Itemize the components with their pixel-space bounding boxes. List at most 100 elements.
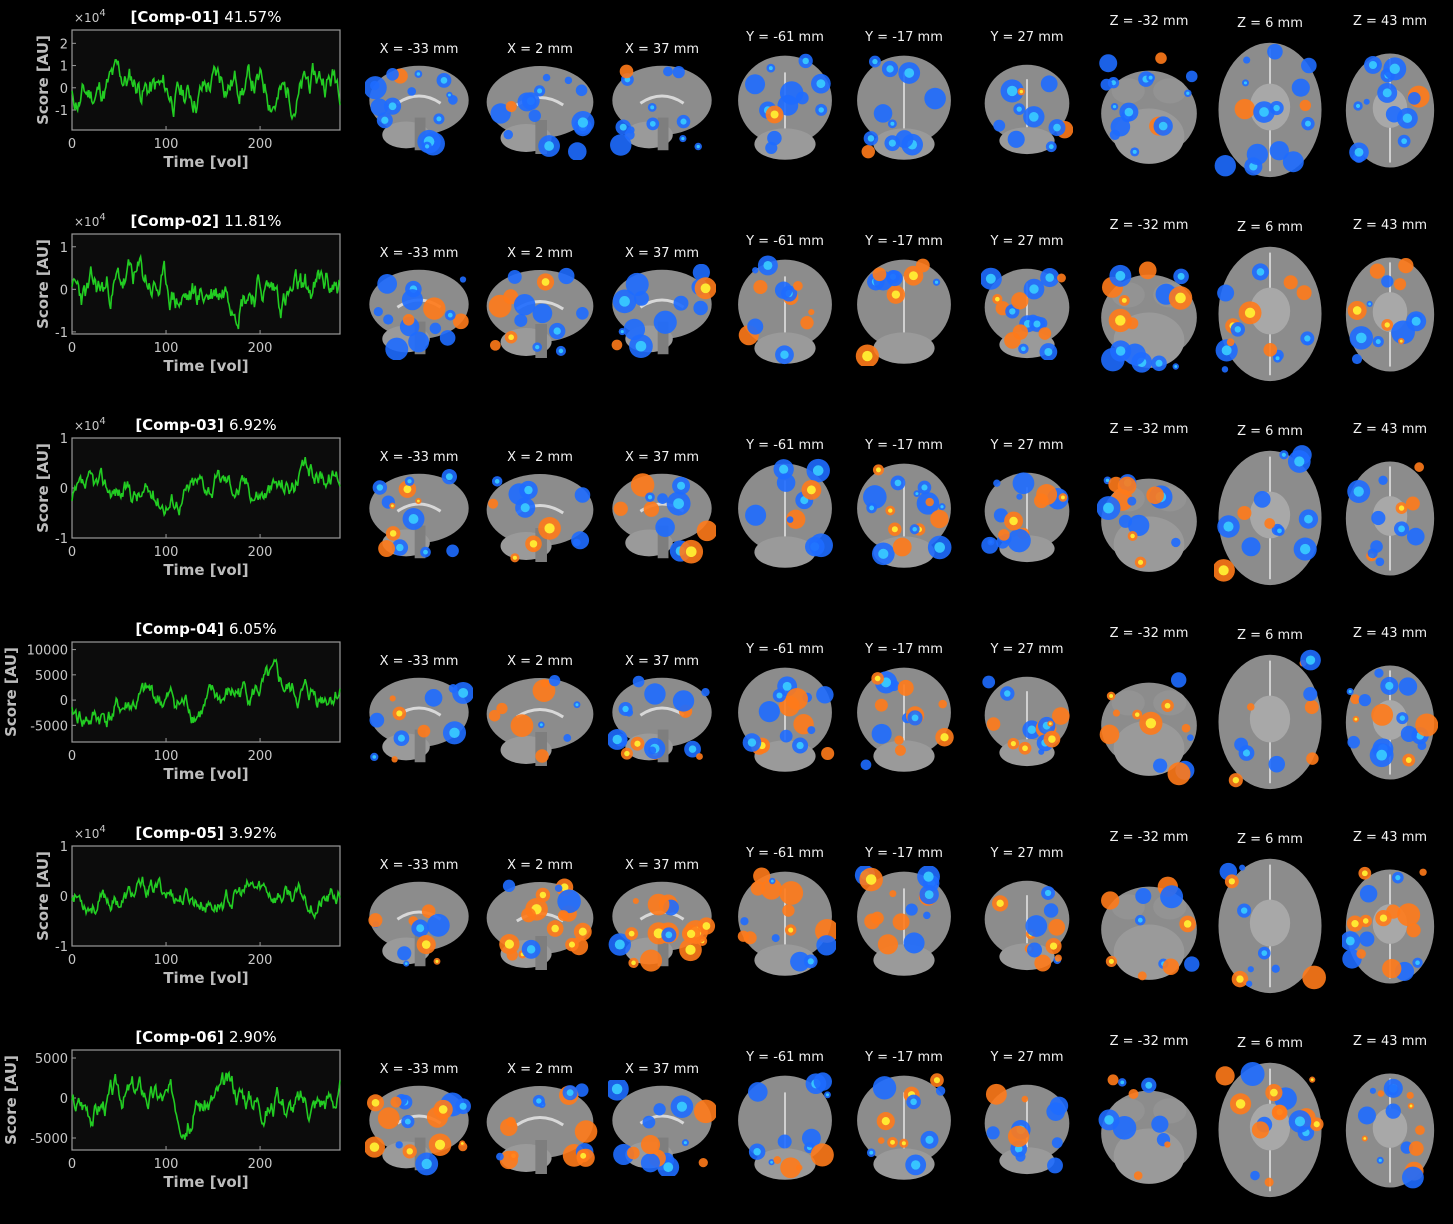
- x-tick-label: 200: [248, 953, 273, 968]
- slice-coordinate-label: Y = -17 mm: [865, 642, 943, 657]
- brain-slice-image: [1099, 52, 1198, 164]
- brain-slice-image: [855, 258, 951, 366]
- component-variance: 6.05%: [229, 620, 277, 638]
- brain-slice-image: [738, 53, 832, 160]
- brain-slice-image: [612, 473, 716, 564]
- y-tick-label: 1: [60, 432, 68, 447]
- x-axis-label: Time [vol]: [163, 1173, 248, 1191]
- component-variance: 11.81%: [224, 212, 281, 230]
- brain-slice-image: [369, 468, 469, 559]
- brain-slice-image: [857, 667, 954, 772]
- component-id: [Comp-02]: [131, 212, 225, 230]
- y-tick-label: 0: [60, 890, 68, 905]
- timecourse-line: [71, 658, 341, 728]
- slice-coordinate-label: Y = -61 mm: [746, 846, 824, 861]
- slice-coordinate-label: Z = 43 mm: [1352, 626, 1428, 641]
- y-tick-label: 10000: [27, 644, 68, 659]
- slice-coordinate-label: Y = -17 mm: [865, 234, 943, 249]
- slice-coordinate-label: Z = 6 mm: [1237, 424, 1303, 439]
- plot-area: [71, 233, 341, 335]
- brain-slice-image: [1215, 246, 1322, 382]
- x-tick-label: 0: [68, 1157, 76, 1172]
- x-tick-label: 0: [68, 545, 76, 560]
- y-tick-label: 1: [60, 840, 68, 855]
- brain-slice-image: [857, 463, 952, 568]
- x-axis-label: Time [vol]: [163, 357, 248, 375]
- brain-slice-image: [1098, 1074, 1197, 1184]
- brain-slice-image: [857, 1073, 951, 1180]
- component-title: [Comp-02] 11.81%: [131, 212, 282, 230]
- slice-coordinate-label: Z = 43 mm: [1352, 14, 1428, 29]
- slice-coordinate-label: Z = 6 mm: [1237, 220, 1303, 235]
- x-tick-label: 100: [154, 1157, 179, 1172]
- y-tick-label: -1: [55, 940, 68, 955]
- y-tick-label: -1: [55, 104, 68, 119]
- brain-slice-image: [1099, 672, 1197, 786]
- brain-slice-image: [486, 878, 594, 970]
- slice-coordinate-label: Z = 43 mm: [1352, 422, 1428, 437]
- slice-coordinate-label: X = -33 mm: [379, 858, 459, 873]
- slice-coordinate-label: Z = 6 mm: [1237, 628, 1303, 643]
- component-variance: 6.92%: [229, 416, 277, 434]
- component-variance: 3.92%: [229, 824, 277, 842]
- slice-coordinate-label: Y = -61 mm: [746, 438, 824, 453]
- slice-coordinate-label: Z = -32 mm: [1109, 626, 1189, 641]
- y-tick-label: 1: [60, 241, 68, 256]
- plot-area: [71, 29, 341, 131]
- component-id: [Comp-03]: [135, 416, 229, 434]
- slice-coordinate-label: X = 2 mm: [507, 450, 573, 465]
- brain-slice-image: [608, 881, 716, 972]
- slice-coordinate-label: X = 2 mm: [507, 654, 573, 669]
- slice-coordinate-label: Z = -32 mm: [1109, 14, 1189, 29]
- brain-slice-image: [982, 675, 1070, 767]
- slice-coordinate-label: X = 2 mm: [507, 1062, 573, 1077]
- slice-coordinate-label: Z = -32 mm: [1109, 830, 1189, 845]
- slice-coordinate-label: X = 37 mm: [624, 858, 700, 873]
- timecourse-line: [71, 1070, 341, 1140]
- brain-slice-image: [610, 64, 712, 156]
- slice-coordinate-label: Z = 6 mm: [1237, 832, 1303, 847]
- slice-coordinate-label: X = 37 mm: [624, 1062, 700, 1077]
- x-tick-label: 200: [248, 749, 273, 764]
- y-tick-label: -5000: [30, 719, 68, 734]
- brain-slice-image: [1214, 445, 1322, 586]
- brain-slice-image: [1218, 858, 1326, 994]
- slice-coordinate-label: Y = -61 mm: [746, 642, 824, 657]
- slice-coordinate-label: Z = 6 mm: [1237, 16, 1303, 31]
- brain-slice-image: [737, 867, 836, 976]
- brain-slice-image: [369, 269, 469, 360]
- x-tick-label: 200: [248, 545, 273, 560]
- slice-coordinate-label: X = 2 mm: [507, 42, 573, 57]
- x-tick-label: 0: [68, 749, 76, 764]
- brain-slice-image: [369, 677, 473, 763]
- y-tick-label: 0: [60, 1092, 68, 1107]
- slice-coordinate-label: Y = 27 mm: [990, 1050, 1064, 1065]
- slice-coordinate-label: Y = 27 mm: [990, 234, 1064, 249]
- y-axis-label: Score [AU]: [34, 35, 52, 125]
- slice-coordinate-label: X = -33 mm: [379, 1062, 459, 1077]
- timecourse-line: [71, 253, 341, 330]
- x-tick-label: 100: [154, 953, 179, 968]
- brain-slice-image: [1345, 461, 1435, 576]
- slice-coordinate-label: Y = -17 mm: [865, 1050, 943, 1065]
- brain-slice-image: [368, 881, 469, 967]
- x-tick-label: 100: [154, 545, 179, 560]
- brain-slice-image: [608, 1080, 716, 1176]
- plot-area: [71, 1049, 341, 1151]
- brain-slice-image: [486, 267, 594, 358]
- x-tick-label: 0: [68, 137, 76, 152]
- y-tick-label: -1: [55, 326, 68, 341]
- slice-coordinate-label: Z = 6 mm: [1237, 1036, 1303, 1051]
